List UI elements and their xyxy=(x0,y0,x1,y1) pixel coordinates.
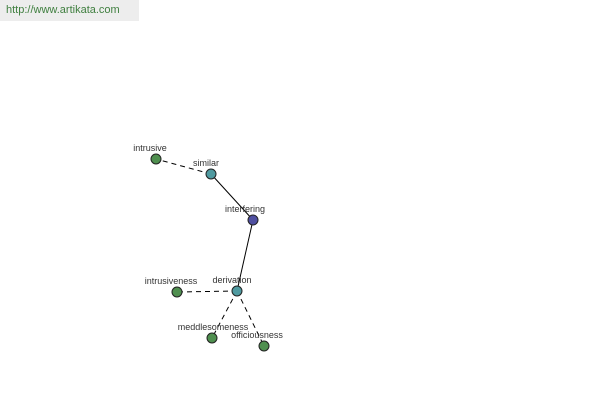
node-intrusive[interactable]: intrusive xyxy=(133,143,167,165)
node-intrusiveness-marker[interactable] xyxy=(171,286,183,298)
node-derivation-label: derivation xyxy=(212,275,251,285)
node-interfering-label: interfering xyxy=(225,204,265,214)
node-meddlesomeness-label: meddlesomeness xyxy=(178,322,249,332)
site-url-link[interactable]: http://www.artikata.com xyxy=(6,4,120,16)
node-meddlesomeness[interactable]: meddlesomeness xyxy=(178,322,249,344)
node-similar-marker[interactable] xyxy=(205,168,217,180)
edge-derivation-officiousness xyxy=(236,290,265,347)
edge-derivation-intrusiveness xyxy=(176,290,238,293)
node-interfering-marker[interactable] xyxy=(247,214,259,226)
node-intrusiveness-label: intrusiveness xyxy=(145,276,198,286)
node-derivation-marker[interactable] xyxy=(231,285,243,297)
node-interfering[interactable]: interfering xyxy=(225,204,265,226)
node-officiousness-label: officiousness xyxy=(231,330,283,340)
node-officiousness-marker[interactable] xyxy=(258,340,270,352)
node-officiousness[interactable]: officiousness xyxy=(231,330,283,352)
node-intrusive-label: intrusive xyxy=(133,143,167,153)
node-intrusiveness[interactable]: intrusiveness xyxy=(145,276,198,298)
node-similar-label: similar xyxy=(193,158,219,168)
edge-interfering-derivation xyxy=(236,219,254,292)
node-derivation[interactable]: derivation xyxy=(212,275,252,297)
node-intrusive-marker[interactable] xyxy=(150,153,162,165)
url-bar: http://www.artikata.com xyxy=(0,0,139,21)
edge-interfering-similar xyxy=(210,173,254,221)
node-meddlesomeness-marker[interactable] xyxy=(206,332,218,344)
node-similar[interactable]: similar xyxy=(193,158,219,180)
edge-similar-intrusive xyxy=(155,158,212,175)
graph-edges xyxy=(155,158,265,347)
graph-nodes: intrusive similar interfering derivation int… xyxy=(133,143,283,352)
